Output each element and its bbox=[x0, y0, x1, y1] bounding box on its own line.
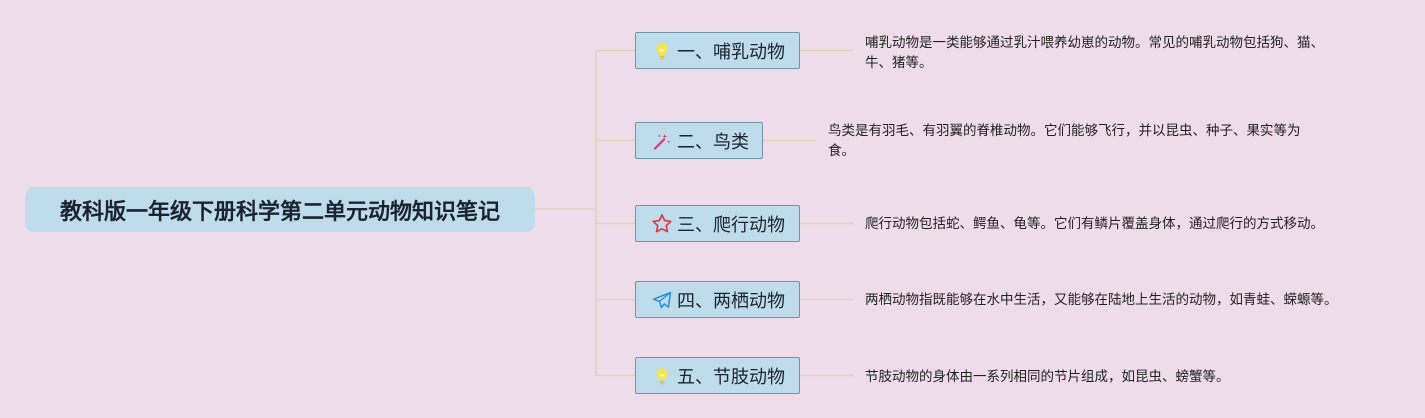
branch-note-line: 食。 bbox=[828, 143, 855, 159]
branch-node[interactable]: 四、两栖动物 bbox=[635, 281, 800, 318]
branch-note-line: 鸟类是有羽毛、有羽翼的脊椎动物。它们能够飞行，并以昆虫、种子、果实等为 bbox=[828, 123, 1301, 139]
branch-note[interactable]: 两栖动物指既能够在水中生活，又能够在陆地上生活的动物，如青蛙、蝾螈等。 bbox=[865, 290, 1338, 310]
branch-note[interactable]: 鸟类是有羽毛、有羽翼的脊椎动物。它们能够飞行，并以昆虫、种子、果实等为食。 bbox=[828, 121, 1301, 161]
magic-wand-icon bbox=[651, 130, 673, 152]
root-topic[interactable]: 教科版一年级下册科学第二单元动物知识笔记 bbox=[25, 187, 535, 232]
branch-label: 五、节肢动物 bbox=[677, 366, 785, 388]
branch-note-line: 爬行动物包括蛇、鳄鱼、龟等。它们有鳞片覆盖身体，通过爬行的方式移动。 bbox=[865, 216, 1324, 232]
branch-note-line: 哺乳动物是一类能够通过乳汁喂养幼崽的动物。常见的哺乳动物包括狗、猫、 bbox=[865, 35, 1324, 51]
paper-plane-icon bbox=[651, 289, 673, 311]
branch-note-line: 两栖动物指既能够在水中生活，又能够在陆地上生活的动物，如青蛙、蝾螈等。 bbox=[865, 292, 1338, 308]
branch-node[interactable]: 一、哺乳动物 bbox=[635, 32, 800, 69]
branch-note-line: 牛、猪等。 bbox=[865, 55, 933, 71]
branch-note[interactable]: 哺乳动物是一类能够通过乳汁喂养幼崽的动物。常见的哺乳动物包括狗、猫、牛、猪等。 bbox=[865, 33, 1324, 73]
branch-note[interactable]: 节肢动物的身体由一系列相同的节片组成，如昆虫、螃蟹等。 bbox=[865, 367, 1230, 387]
lightbulb-icon bbox=[651, 40, 673, 62]
branch-note-line: 节肢动物的身体由一系列相同的节片组成，如昆虫、螃蟹等。 bbox=[865, 369, 1230, 385]
branch-node[interactable]: 五、节肢动物 bbox=[635, 357, 800, 394]
lightbulb-icon bbox=[651, 365, 673, 387]
root-topic-label: 教科版一年级下册科学第二单元动物知识笔记 bbox=[59, 199, 500, 225]
branch-node[interactable]: 二、鸟类 bbox=[635, 122, 763, 159]
branch-label: 三、爬行动物 bbox=[677, 214, 785, 236]
branch-note[interactable]: 爬行动物包括蛇、鳄鱼、龟等。它们有鳞片覆盖身体，通过爬行的方式移动。 bbox=[865, 214, 1324, 234]
star-icon bbox=[651, 213, 673, 235]
branch-label: 一、哺乳动物 bbox=[677, 41, 785, 63]
branch-node[interactable]: 三、爬行动物 bbox=[635, 205, 800, 242]
branch-label: 四、两栖动物 bbox=[677, 290, 785, 312]
branch-label: 二、鸟类 bbox=[677, 131, 749, 153]
